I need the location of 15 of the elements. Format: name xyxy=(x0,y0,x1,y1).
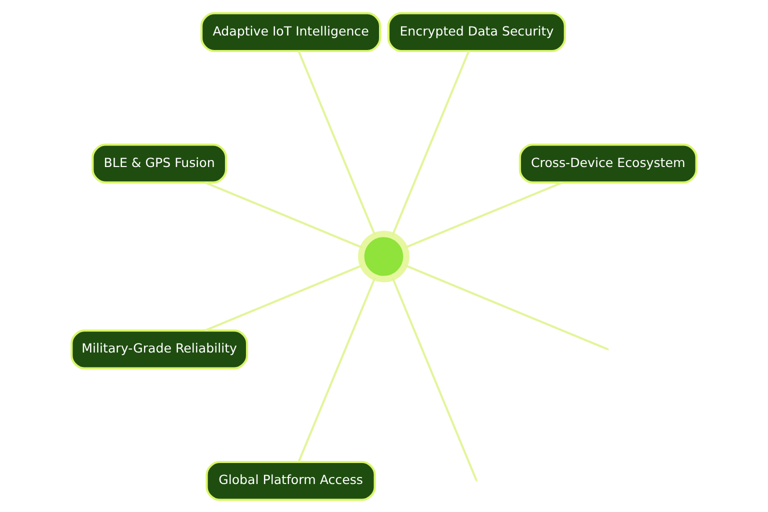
connector xyxy=(392,276,478,480)
node-box: Cross-Device Ecosystem xyxy=(518,143,698,183)
node-box: Encrypted Data Security xyxy=(387,12,566,52)
connector xyxy=(392,50,470,236)
connector xyxy=(404,264,608,350)
connector xyxy=(204,181,364,248)
node-box: Adaptive IoT Intelligence xyxy=(200,12,382,52)
node-box: Military-Grade Reliability xyxy=(70,329,248,369)
node-circle xyxy=(358,230,410,282)
connector xyxy=(404,181,562,248)
node-box: BLE & GPS Fusion xyxy=(92,143,228,183)
connector xyxy=(298,276,376,462)
connector xyxy=(204,264,364,331)
node-box: Global Platform Access xyxy=(206,460,376,500)
connector xyxy=(298,50,376,236)
